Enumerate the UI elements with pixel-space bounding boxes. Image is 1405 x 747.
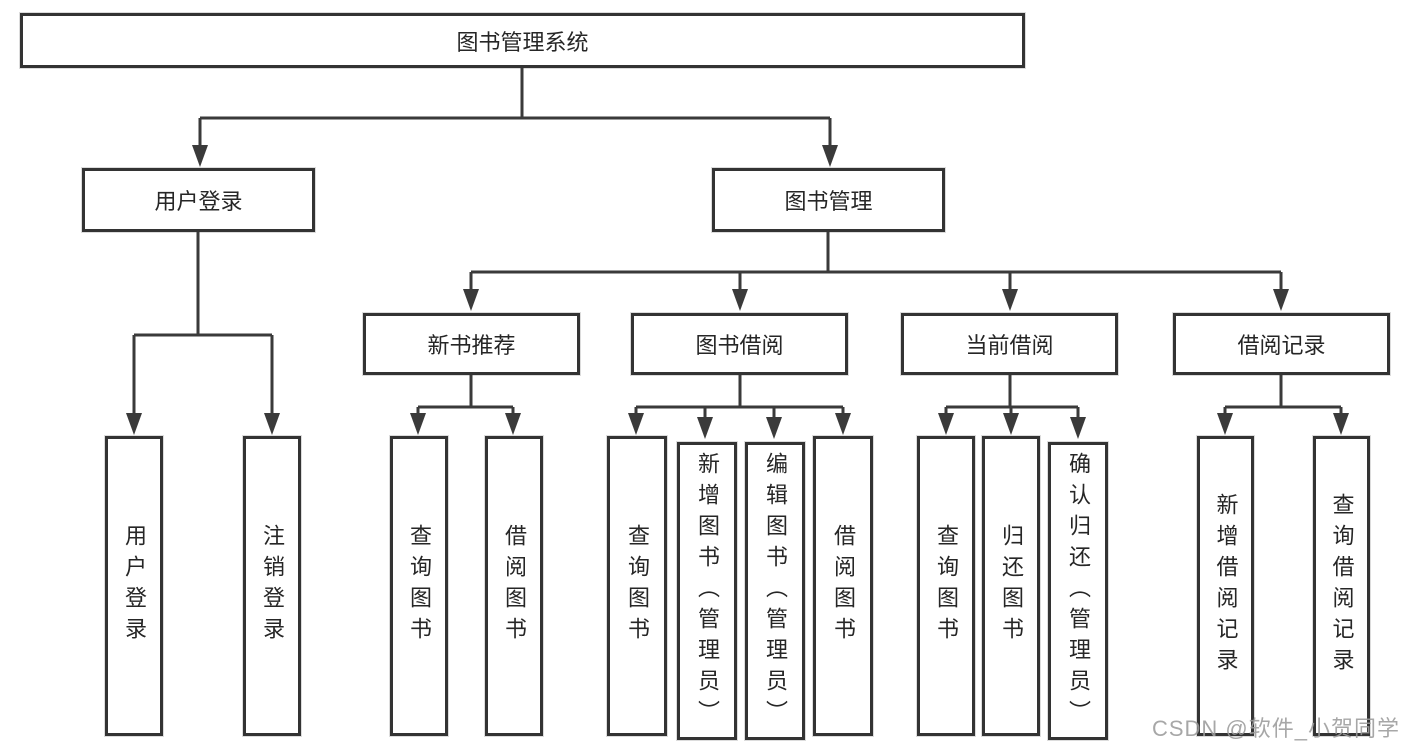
leaf-return-book: 归还图书	[982, 436, 1040, 736]
leaf-edit-book-admin: 编辑图书（管理员）	[745, 442, 805, 740]
leaf-add-borrow-record: 新增借阅记录	[1197, 436, 1254, 736]
node-book-management: 图书管理	[712, 168, 945, 232]
leaf-add-book-admin: 新增图书（管理员）	[677, 442, 737, 740]
leaf-query-books-borrow: 查询图书	[607, 436, 667, 736]
node-book-borrow: 图书借阅	[631, 313, 848, 375]
leaf-query-books-current: 查询图书	[917, 436, 975, 736]
leaf-user-login: 用户登录	[105, 436, 163, 736]
leaf-borrow-books-borrow: 借阅图书	[813, 436, 873, 736]
node-new-book-recommend: 新书推荐	[363, 313, 580, 375]
leaf-borrow-books-recommend: 借阅图书	[485, 436, 543, 736]
leaf-query-borrow-record: 查询借阅记录	[1313, 436, 1370, 736]
csdn-watermark: CSDN @软件_小贺同学	[1151, 716, 1400, 741]
arrowheads	[126, 145, 1349, 439]
leaf-logout: 注销登录	[243, 436, 301, 736]
node-borrow-records: 借阅记录	[1173, 313, 1390, 375]
leaf-confirm-return-admin: 确认归还（管理员）	[1048, 442, 1108, 740]
leaf-query-books-recommend: 查询图书	[390, 436, 448, 736]
node-user-login-branch: 用户登录	[82, 168, 315, 232]
node-root: 图书管理系统	[20, 13, 1025, 68]
node-current-borrow: 当前借阅	[901, 313, 1118, 375]
